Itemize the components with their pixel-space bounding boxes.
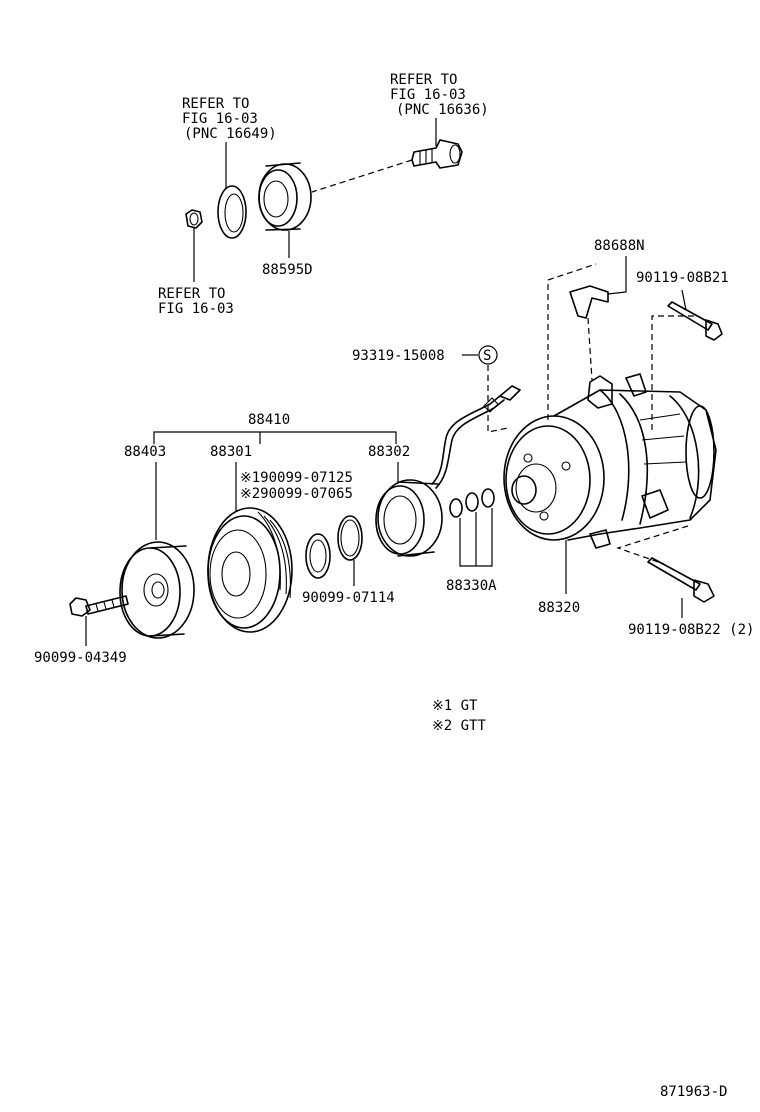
label-90099-07114: 90099-07114 xyxy=(302,590,395,606)
snap-ring xyxy=(305,533,331,579)
refer-bottom-left-line2: FIG 16-03 xyxy=(158,301,234,317)
refer-top-left-line3: (PNC 16649) xyxy=(184,126,277,142)
leader-88330A xyxy=(459,508,493,567)
legend-gtt: ※2 GTT xyxy=(432,718,486,734)
note-190099-07125: ※190099-07125 xyxy=(240,470,353,486)
wire-harness xyxy=(431,385,521,489)
fitting-part-16636 xyxy=(411,139,463,169)
refer-top-right-line1: REFER TO xyxy=(390,72,457,88)
field-coil-88302 xyxy=(375,479,443,557)
dash-bolt-top xyxy=(651,315,694,432)
pulley-88301 xyxy=(207,507,293,633)
note-290099-07065: ※290099-07065 xyxy=(240,486,353,502)
label-88302: 88302 xyxy=(368,444,410,460)
bolt-90099-04349 xyxy=(69,595,129,617)
label-88320: 88320 xyxy=(538,600,580,616)
leader-90119-08B21 xyxy=(681,289,687,311)
dash-bracket-left xyxy=(547,263,597,420)
label-88330A: 88330A xyxy=(446,578,497,594)
bolt-90119-08B21 xyxy=(667,301,723,341)
refer-top-left-line1: REFER TO xyxy=(182,96,249,112)
refer-bottom-left-line1: REFER TO xyxy=(158,286,225,302)
refer-top-right-line2: FIG 16-03 xyxy=(390,87,466,103)
label-88688N: 88688N xyxy=(594,238,645,254)
label-88595D: 88595D xyxy=(262,262,313,278)
label-93319-15008: 93319-15008 xyxy=(352,348,445,364)
dash-fitting-to-pulley xyxy=(311,159,413,193)
refer-top-right-line3: (PNC 16636) xyxy=(396,102,489,118)
s-mark-circle xyxy=(478,345,498,365)
label-88403: 88403 xyxy=(124,444,166,460)
clutch-hub-88403 xyxy=(119,541,195,639)
label-90119-08B21: 90119-08B21 xyxy=(636,270,729,286)
s-mark-text: S xyxy=(483,348,491,364)
refer-top-left-line2: FIG 16-03 xyxy=(182,111,258,127)
dash-bracket-down xyxy=(587,317,593,381)
compressor-88320 xyxy=(503,373,717,549)
group-88410-bracket xyxy=(153,431,397,444)
plate-part-16649 xyxy=(217,185,247,239)
bolt-90119-08B22 xyxy=(647,557,715,603)
small-nut xyxy=(185,209,203,229)
label-88301: 88301 xyxy=(210,444,252,460)
label-90119-08B22: 90119-08B22 (2) xyxy=(628,622,754,638)
dash-switch xyxy=(487,365,509,433)
bracket-88688N xyxy=(569,285,609,319)
label-88410: 88410 xyxy=(248,412,290,428)
legend-gt: ※1 GT xyxy=(432,698,478,714)
label-90099-04349: 90099-04349 xyxy=(34,650,127,666)
spacers-88330A xyxy=(449,488,495,518)
dash-bolt-bottom xyxy=(616,525,689,565)
figure-id: 871963-D xyxy=(660,1084,727,1100)
leader-88688N xyxy=(607,256,627,295)
idler-pulley-88595D xyxy=(258,162,312,231)
shim-90099-07114 xyxy=(337,515,363,561)
